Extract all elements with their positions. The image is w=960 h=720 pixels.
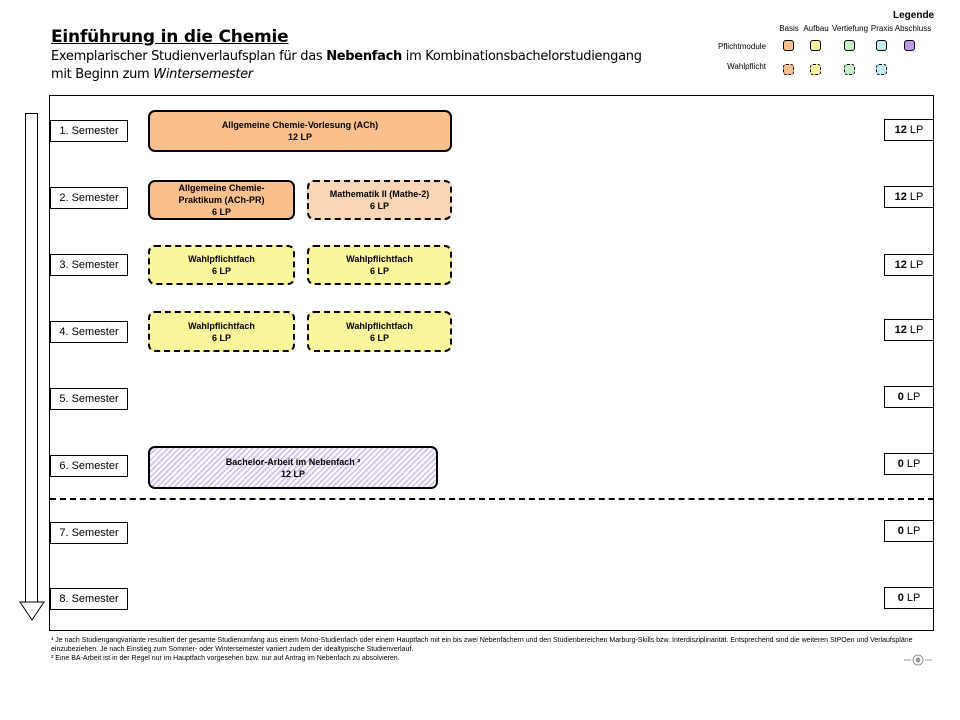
timeline-arrow-shaft (25, 113, 38, 603)
lp-unit: LP (909, 324, 924, 336)
legend-box-aufbau-wahl (810, 64, 821, 75)
lp-value: 0 (897, 525, 904, 537)
module-wahlpflicht-4a[interactable]: Wahlpflichtfach 6 LP (148, 311, 295, 352)
page-title: Einführung in die Chemie (51, 27, 289, 47)
module-ach-pr[interactable]: Allgemeine Chemie- Praktikum (ACh-PR) 6 … (148, 180, 295, 220)
module-bachelor-arbeit[interactable]: Bachelor-Arbeit im Nebenfach ² 12 LP (148, 446, 438, 489)
legend-title: Legende (893, 10, 935, 21)
legend-box-vertiefung-wahl (844, 64, 855, 75)
lp-unit: LP (906, 391, 921, 403)
lp-unit: LP (906, 458, 921, 470)
legend-col-basis: Basis (779, 24, 799, 33)
module-mathe2[interactable]: Mathematik II (Mathe-2) 6 LP (307, 180, 452, 220)
footnote-2: ² Eine BA-Arbeit ist in der Regel nur im… (51, 655, 400, 662)
legend-box-basis-wahl (783, 64, 794, 75)
module-lp: 6 LP (369, 201, 389, 211)
module-name: Wahlpflichtfach (346, 254, 413, 264)
legend-box-aufbau-pflicht (810, 40, 821, 51)
subtitle-text-2: im Kombinationsbachelorstudiengang (401, 49, 642, 64)
subtitle-italic: Wintersemester (153, 67, 253, 82)
timeline-arrow-head (19, 601, 45, 621)
subtitle-text-1: Exemplarischer Studienverlaufsplan für d… (51, 49, 327, 64)
semester-label-2: 2. Semester (50, 187, 128, 209)
lp-unit: LP (909, 259, 924, 271)
legend-box-praxis-pflicht (876, 40, 887, 51)
lp-value: 12 (894, 124, 907, 136)
legend-row-wahl: Wahlpflicht (727, 62, 766, 71)
lp-unit: LP (906, 592, 921, 604)
module-lp: 12 LP (287, 132, 312, 142)
footnote-1: ¹ Je nach Studiengangvariante resultiert… (51, 637, 913, 653)
module-wahlpflicht-3a[interactable]: Wahlpflichtfach 6 LP (148, 245, 295, 285)
module-name-line1: Allgemeine Chemie- (178, 183, 265, 193)
module-name: Wahlpflichtfach (346, 320, 413, 331)
lp-unit: LP (909, 191, 924, 203)
module-lp: 12 LP (280, 468, 305, 479)
semester-label-5: 5. Semester (50, 388, 128, 410)
university-seal-icon (904, 654, 932, 666)
subtitle-line2-text: mit Beginn zum (51, 67, 154, 82)
lp-value: 12 (894, 259, 907, 271)
semester-label-8: 8. Semester (50, 588, 128, 610)
module-wahlpflicht-3b[interactable]: Wahlpflichtfach 6 LP (307, 245, 452, 285)
legend-box-basis-pflicht (783, 40, 794, 51)
semester-label-4: 4. Semester (50, 321, 128, 343)
semester-label-3: 3. Semester (50, 254, 128, 276)
lp-value: 12 (894, 191, 907, 203)
legend-col-praxis: Praxis (870, 24, 894, 33)
footnotes: ¹ Je nach Studiengangvariante resultiert… (51, 636, 931, 663)
subtitle-bold: Nebenfach (326, 49, 402, 64)
module-ach[interactable]: Allgemeine Chemie-Vorlesung (ACh) 12 LP (148, 110, 452, 152)
plan-frame (49, 95, 934, 631)
legend-col-abschluss: Abschluss (894, 24, 932, 33)
legend-box-vertiefung-pflicht (844, 40, 855, 51)
legend-box-abschluss-pflicht (904, 40, 915, 51)
module-lp: 6 LP (369, 332, 389, 343)
semester-label-1: 1. Semester (50, 120, 128, 142)
page-subtitle: Exemplarischer Studienverlaufsplan für d… (51, 48, 642, 84)
lp-value: 0 (897, 592, 904, 604)
module-name: Mathematik II (Mathe-2) (329, 189, 430, 199)
module-name: Wahlpflichtfach (188, 254, 255, 264)
module-lp: 6 LP (211, 266, 231, 276)
lp-unit: LP (906, 525, 921, 537)
module-name: Bachelor-Arbeit im Nebenfach ² (225, 456, 361, 467)
semester-divider (50, 498, 934, 500)
lp-value: 0 (897, 458, 904, 470)
module-name-line2: Praktikum (ACh-PR) (178, 195, 265, 205)
legend-row-pflicht: Pflichtmodule (717, 42, 766, 51)
lp-value: 12 (894, 324, 907, 336)
module-lp: 6 LP (211, 332, 231, 343)
legend-col-vertiefung: Vertiefung (831, 24, 869, 33)
lp-unit: LP (909, 124, 924, 136)
module-name: Allgemeine Chemie-Vorlesung (ACh) (221, 120, 379, 130)
legend-box-praxis-wahl (876, 64, 887, 75)
semester-label-6: 6. Semester (50, 455, 128, 477)
module-name: Wahlpflichtfach (188, 320, 255, 331)
module-wahlpflicht-4b[interactable]: Wahlpflichtfach 6 LP (307, 311, 452, 352)
legend-col-aufbau: Aufbau (803, 24, 829, 33)
module-lp: 6 LP (369, 266, 389, 276)
module-lp: 6 LP (211, 207, 231, 217)
semester-label-7: 7. Semester (50, 522, 128, 544)
lp-value: 0 (897, 391, 904, 403)
